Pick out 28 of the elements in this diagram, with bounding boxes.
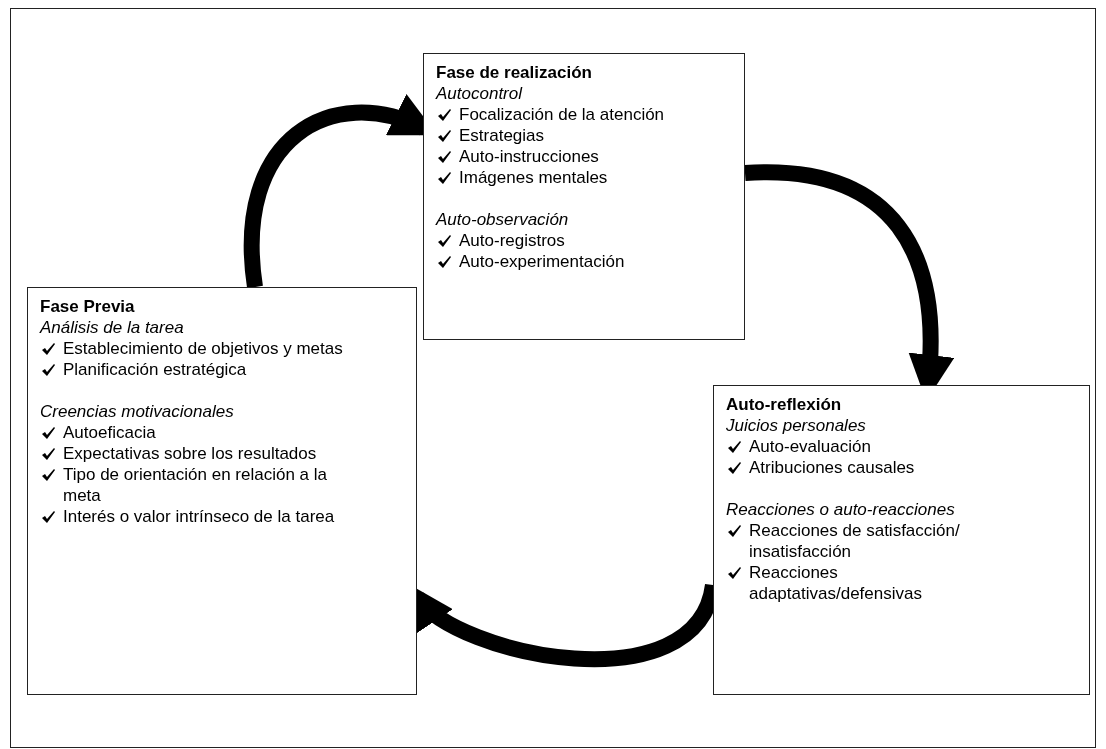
list-item: Auto-evaluación bbox=[749, 436, 872, 457]
list-item: Establecimiento de objetivos y metas bbox=[63, 338, 344, 359]
list-item: Atribuciones causales bbox=[749, 457, 916, 478]
list-item: Tipo de orientación en relación a la meta bbox=[63, 464, 328, 506]
section-heading: Creencias motivacionales bbox=[40, 401, 235, 422]
list-item: Auto-registros bbox=[459, 230, 566, 251]
list-item: Planificación estratégica bbox=[63, 359, 248, 380]
list-item: Auto-instrucciones bbox=[459, 146, 600, 167]
section-heading: Análisis de la tarea bbox=[40, 317, 185, 338]
list-item: Estrategias bbox=[459, 125, 546, 146]
box-heading: Fase Previa bbox=[40, 296, 136, 317]
box-heading: Fase de realización bbox=[436, 62, 593, 83]
phase-box bbox=[27, 287, 417, 695]
phase-box bbox=[713, 385, 1090, 695]
phase-box bbox=[423, 53, 745, 340]
section-heading: Juicios personales bbox=[726, 415, 867, 436]
list-item: Autoeficacia bbox=[63, 422, 157, 443]
section-heading: Auto-observación bbox=[436, 209, 570, 230]
list-item: Imágenes mentales bbox=[459, 167, 609, 188]
list-item: Auto-experimentación bbox=[459, 251, 626, 272]
list-item: Expectativas sobre los resultados bbox=[63, 443, 318, 464]
box-heading: Auto-reflexión bbox=[726, 394, 843, 415]
list-item: Reacciones adaptativas/defensivas bbox=[749, 562, 923, 604]
section-heading: Reacciones o auto-reacciones bbox=[726, 499, 956, 520]
section-heading: Autocontrol bbox=[436, 83, 524, 104]
list-item: Interés o valor intrínseco de la tarea bbox=[63, 506, 336, 527]
list-item: Reacciones de satisfacción/ insatisfacción bbox=[749, 520, 961, 562]
list-item: Focalización de la atención bbox=[459, 104, 666, 125]
